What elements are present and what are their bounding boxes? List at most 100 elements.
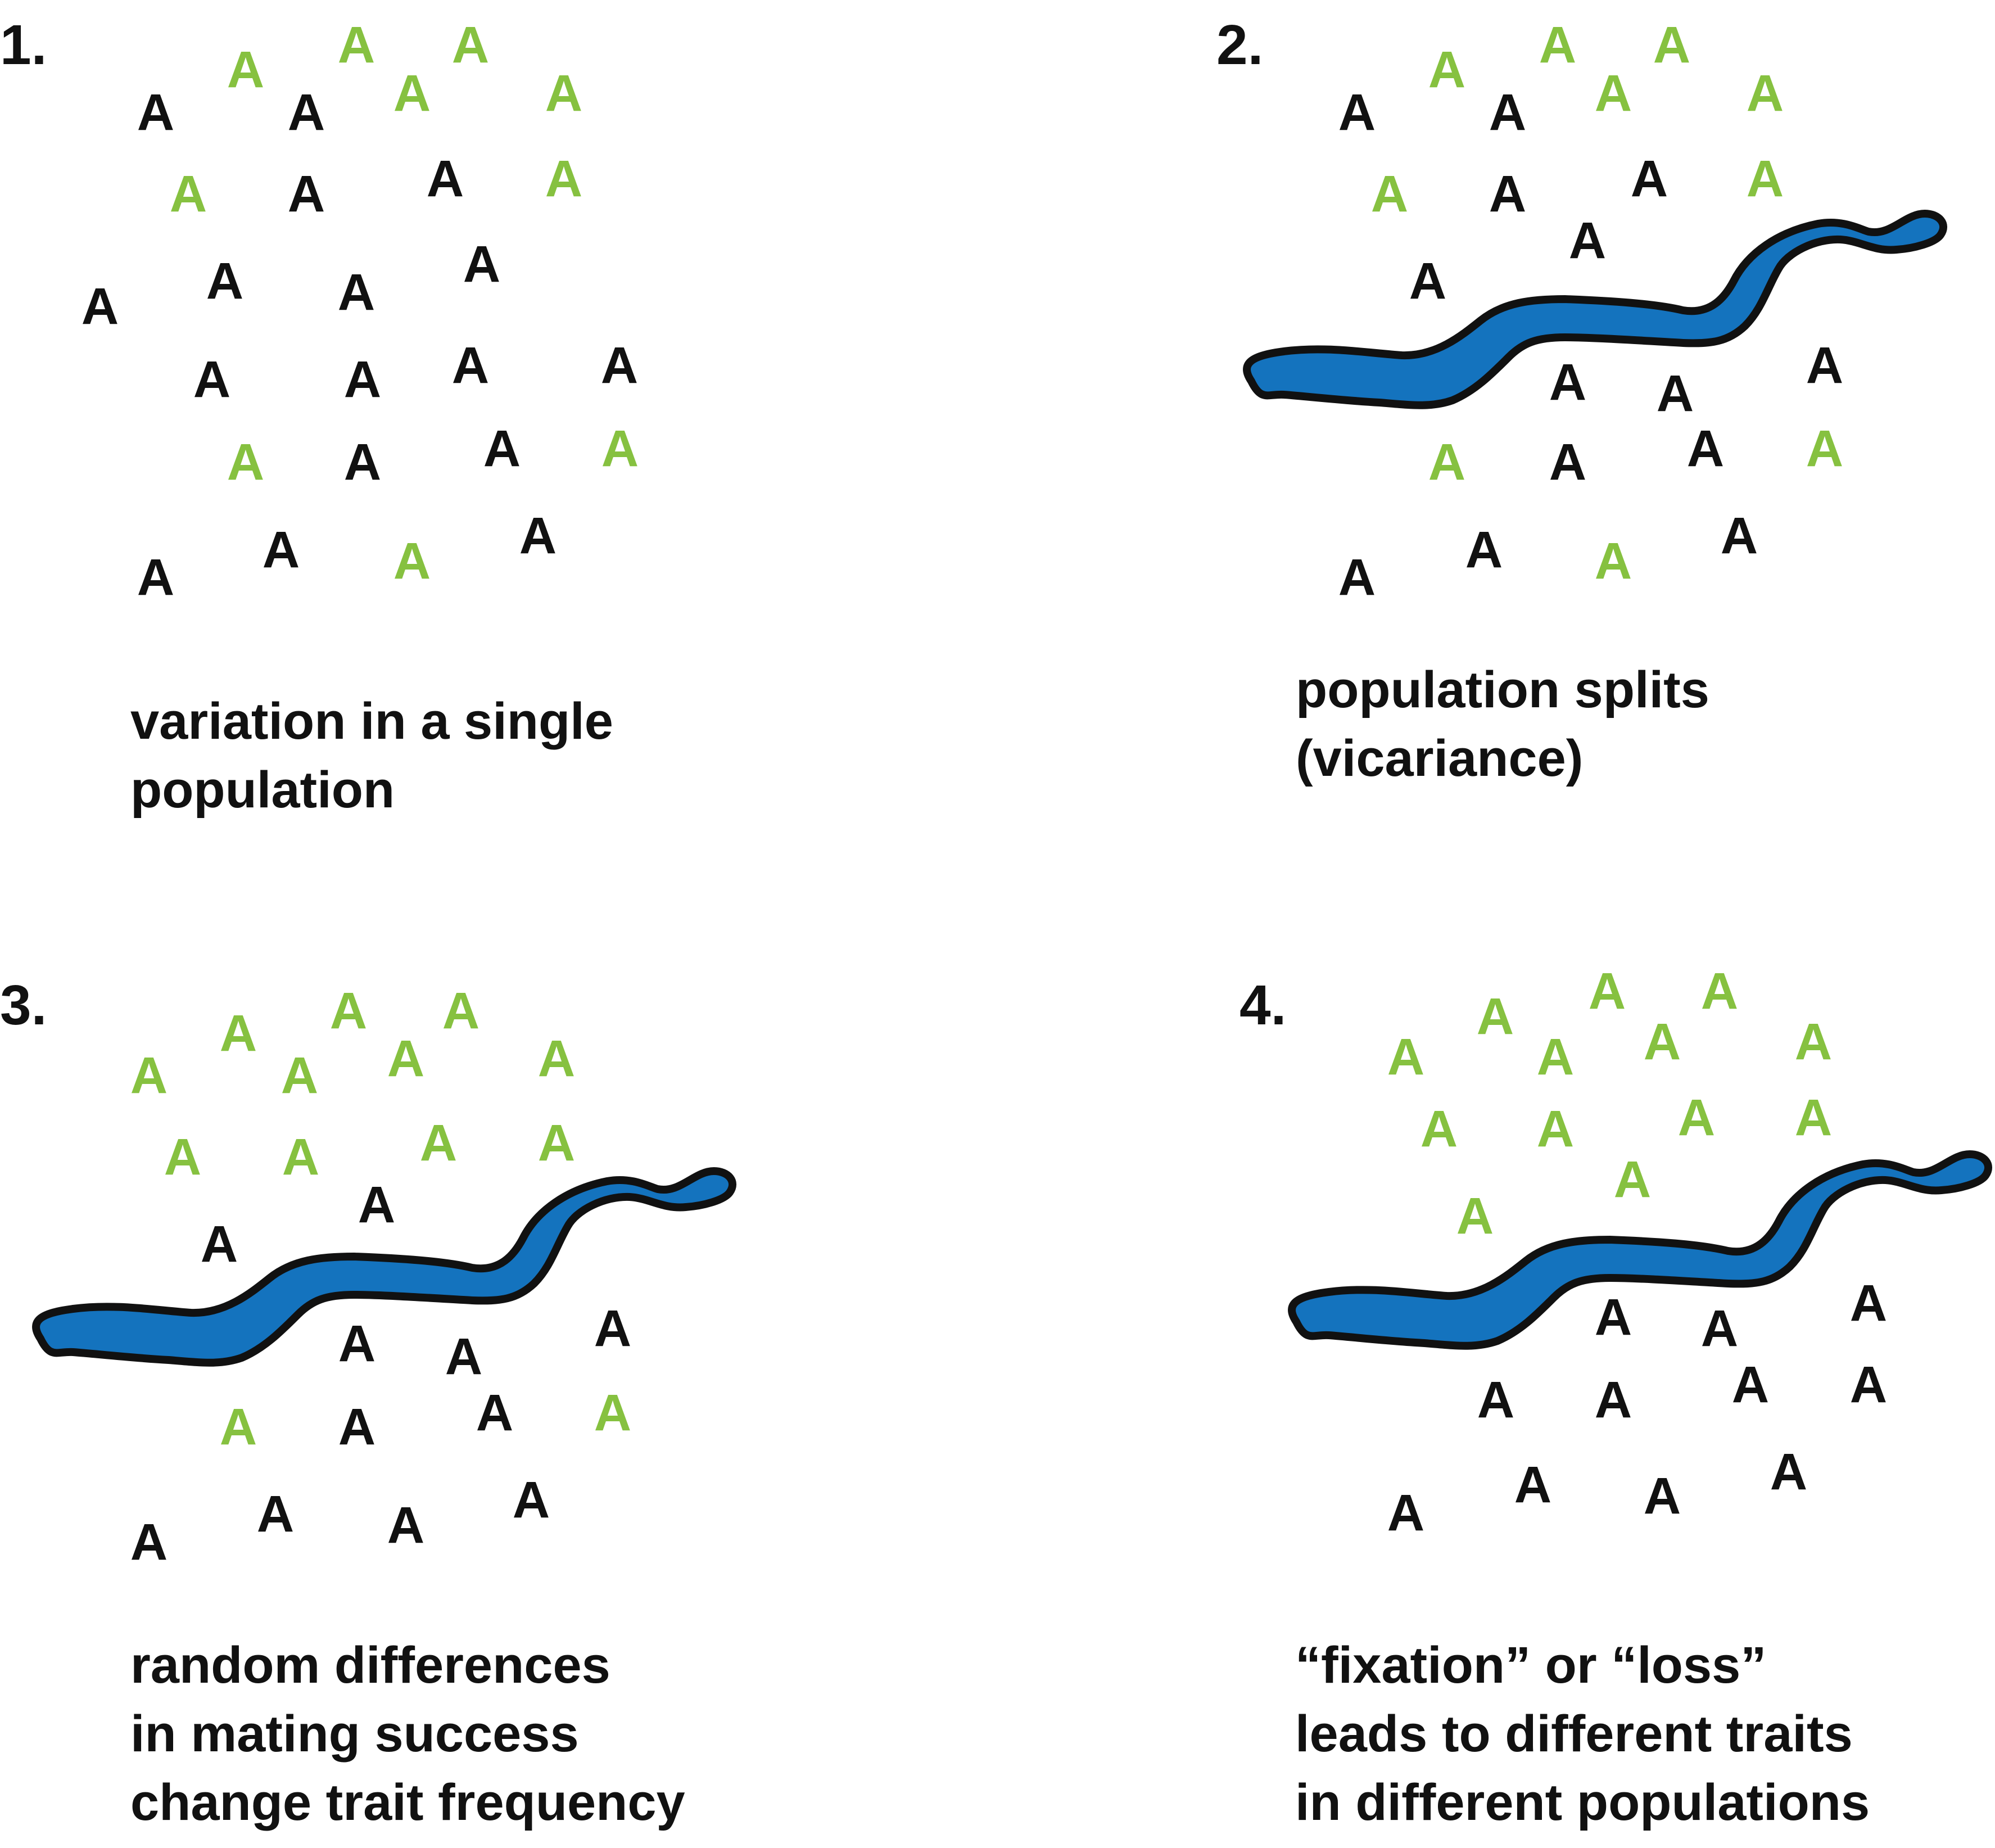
dominant-allele-letter: A [1387, 1484, 1425, 1542]
variant-allele-letter: A [1653, 16, 1691, 74]
variant-allele-letter: A [442, 982, 480, 1040]
dominant-allele-letter: A [1849, 1275, 1888, 1332]
caption-line: in different populations [1295, 1774, 1870, 1831]
dominant-allele-letter: A [1338, 84, 1376, 141]
variant-allele-letter: A [419, 1114, 458, 1172]
caption-line: population [130, 761, 395, 819]
variant-allele-letter: A [387, 1030, 425, 1087]
dominant-allele-letter: A [483, 420, 521, 477]
dominant-allele-letter: A [1594, 1289, 1632, 1346]
dominant-allele-letter: A [287, 165, 325, 223]
variant-allele-letter: A [227, 433, 265, 491]
dominant-allele-letter: A [1849, 1356, 1888, 1413]
dominant-allele-letter: A [287, 84, 325, 141]
dominant-allele-letter: A [262, 521, 300, 579]
variant-allele-letter: A [601, 420, 639, 477]
caption-line: in mating success [130, 1705, 579, 1763]
panel-caption: random differences in mating success cha… [130, 1631, 685, 1837]
dominant-allele-letter: A [1549, 354, 1587, 411]
variant-allele-letter: A [1613, 1151, 1652, 1208]
dominant-allele-letter: A [1700, 1300, 1739, 1357]
dominant-allele-letter: A [594, 1300, 632, 1357]
variant-allele-letter: A [1387, 1028, 1425, 1086]
caption-line: leads to different traits [1295, 1705, 1853, 1763]
panel-caption: variation in a single population [130, 687, 613, 824]
panel-number: 1. [0, 13, 47, 76]
variant-allele-letter: A [1700, 963, 1739, 1020]
dominant-allele-letter: A [1770, 1443, 1808, 1501]
dominant-allele-letter: A [343, 433, 382, 491]
variant-allele-letter: A [537, 1114, 576, 1172]
variant-allele-letter: A [451, 16, 490, 74]
dominant-allele-letter: A [206, 252, 244, 310]
dominant-allele-letter: A [512, 1471, 550, 1529]
variant-allele-letter: A [1370, 165, 1409, 223]
dominant-allele-letter: A [1806, 337, 1844, 394]
dominant-allele-letter: A [445, 1328, 483, 1385]
dominant-allele-letter: A [1549, 433, 1587, 491]
dominant-allele-letter: A [463, 236, 501, 293]
dominant-allele-letter: A [1643, 1467, 1681, 1525]
variant-allele-letter: A [227, 41, 265, 98]
variant-allele-letter: A [1643, 1013, 1681, 1070]
dominant-allele-letter: A [426, 150, 464, 207]
variant-allele-letter: A [545, 150, 583, 207]
river-shape [32, 1167, 736, 1367]
dominant-allele-letter: A [338, 1315, 376, 1372]
dominant-allele-letter: A [1489, 84, 1527, 141]
dominant-allele-letter: A [200, 1216, 238, 1273]
caption-line: population splits [1296, 661, 1709, 719]
variant-allele-letter: A [1476, 988, 1514, 1045]
dominant-allele-letter: A [1594, 1371, 1632, 1429]
variant-allele-letter: A [1428, 433, 1466, 491]
caption-line: random differences [130, 1637, 610, 1694]
river-shape [1243, 210, 1947, 409]
variant-allele-letter: A [1677, 1089, 1716, 1146]
caption-line: “fixation” or “loss” [1295, 1637, 1767, 1694]
dominant-allele-letter: A [451, 337, 490, 394]
variant-allele-letter: A [1806, 420, 1844, 477]
dominant-allele-letter: A [1477, 1371, 1515, 1429]
dominant-allele-letter: A [1514, 1456, 1552, 1513]
dominant-allele-letter: A [1656, 365, 1694, 422]
variant-allele-letter: A [1536, 1100, 1575, 1158]
dominant-allele-letter: A [519, 507, 557, 564]
variant-allele-letter: A [130, 1047, 168, 1104]
dominant-allele-letter: A [1338, 549, 1376, 606]
variant-allele-letter: A [537, 1030, 576, 1087]
variant-allele-letter: A [1794, 1089, 1833, 1146]
dominant-allele-letter: A [130, 1513, 168, 1571]
variant-allele-letter: A [219, 1005, 257, 1062]
dominant-allele-letter: A [1568, 212, 1607, 269]
river-barrier [32, 1167, 736, 1367]
dominant-allele-letter: A [476, 1384, 514, 1442]
caption-line: variation in a single [130, 693, 613, 750]
dominant-allele-letter: A [137, 84, 175, 141]
dominant-allele-letter: A [1731, 1356, 1770, 1413]
dominant-allele-letter: A [1686, 420, 1725, 477]
variant-allele-letter: A [169, 165, 207, 223]
variant-allele-letter: A [281, 1047, 319, 1104]
river-barrier [1288, 1150, 1992, 1350]
variant-allele-letter: A [594, 1384, 632, 1442]
variant-allele-letter: A [219, 1398, 257, 1456]
variant-allele-letter: A [1594, 65, 1632, 122]
dominant-allele-letter: A [256, 1485, 295, 1543]
dominant-allele-letter: A [81, 278, 119, 335]
dominant-allele-letter: A [1630, 150, 1668, 207]
variant-allele-letter: A [337, 16, 376, 74]
variant-allele-letter: A [164, 1128, 202, 1186]
variant-allele-letter: A [1588, 963, 1626, 1020]
dominant-allele-letter: A [387, 1497, 425, 1554]
panel-caption: population splits (vicariance) [1296, 656, 1709, 793]
variant-allele-letter: A [1420, 1100, 1458, 1158]
panel-number: 2. [1216, 13, 1264, 76]
river-barrier [1243, 210, 1947, 409]
variant-allele-letter: A [545, 65, 583, 122]
dominant-allele-letter: A [338, 1398, 376, 1456]
